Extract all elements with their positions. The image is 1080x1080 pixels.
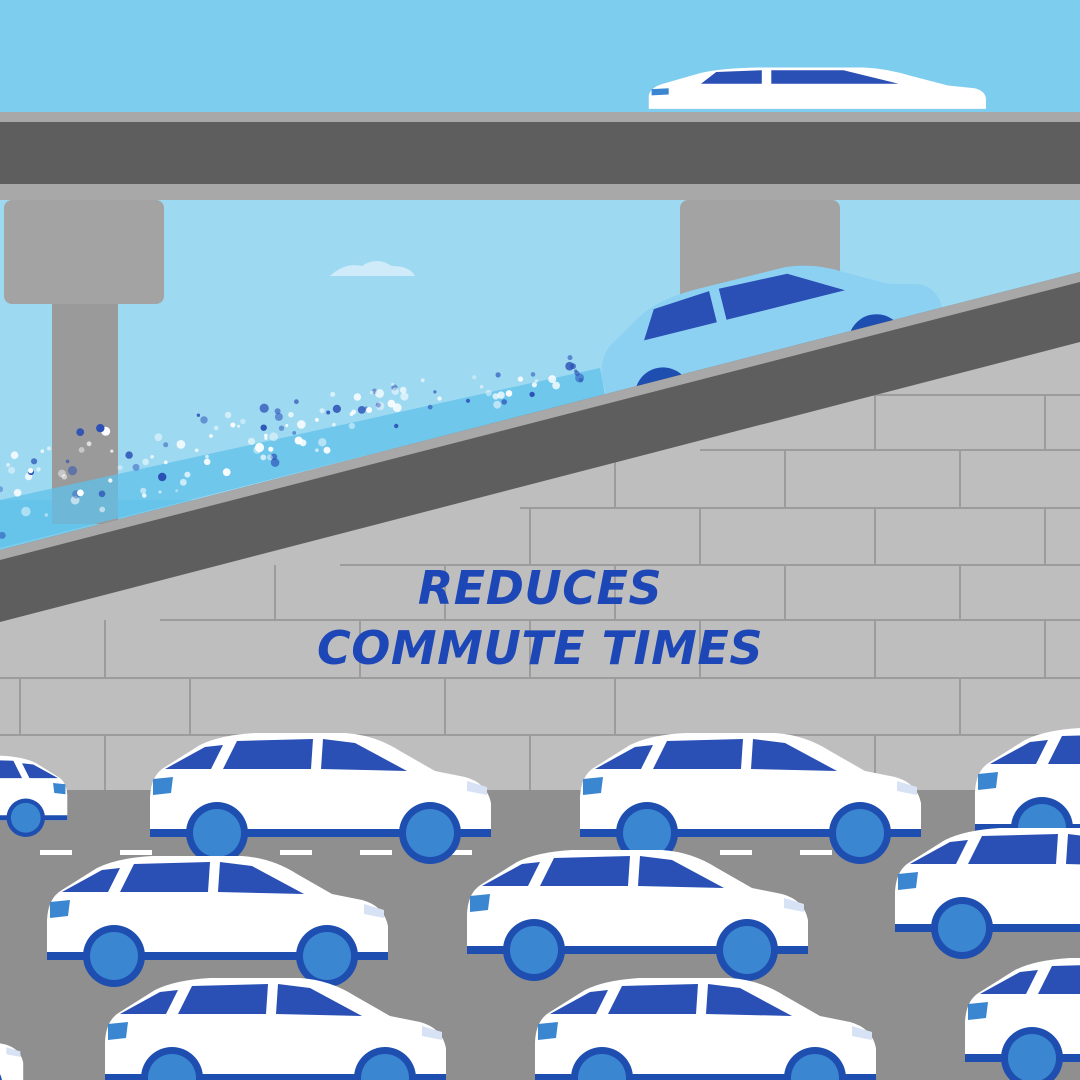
headline-line-2: COMMUTE TIMES <box>317 621 763 675</box>
speed-trail-dots <box>0 355 585 539</box>
cloud <box>330 261 415 276</box>
ramp-deck <box>0 272 1080 622</box>
speed-trail <box>0 368 605 548</box>
headline: REDUCES COMMUTE TIMES <box>240 558 840 678</box>
wall-brick-lines <box>0 394 1080 790</box>
retaining-wall <box>0 340 1080 800</box>
headline-line-1: REDUCES <box>417 561 663 615</box>
pillar-cap-left <box>4 200 164 304</box>
